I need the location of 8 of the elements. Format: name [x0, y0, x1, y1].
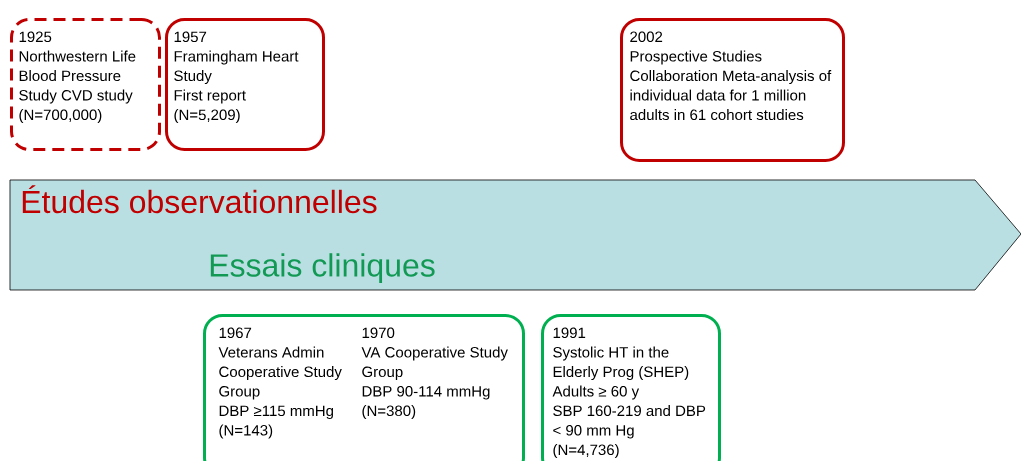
study-box: 1925 Northwestern Life Blood Pressure Study CVD study (N=700,000): [10, 18, 161, 151]
study-box: 1967 Veterans Admin Cooperative Study Group DBP ≥115 mmHg (N=143) 1970 VA Cooperative Study Group DBP 90-114 mmHg (N=380): [203, 314, 525, 461]
band-label: Études observationnelles: [22, 185, 377, 214]
study-box: 1957 Framingham Heart Study First report (N=5,209): [165, 18, 325, 151]
timeline-band: [9, 179, 1021, 291]
band-label: Essais cliniques: [210, 253, 435, 283]
study-box: 1991 Systolic HT in the Elderly Prog (SHEP) Adults ≥ 60 y SBP 160-219 and DBP < 90 mm Hg (N=4,736): [541, 314, 721, 461]
study-box: 2002 Prospective Studies Collaboration Meta-analysis of individual data for 1 million adults in 61 cohort studies: [620, 18, 845, 162]
